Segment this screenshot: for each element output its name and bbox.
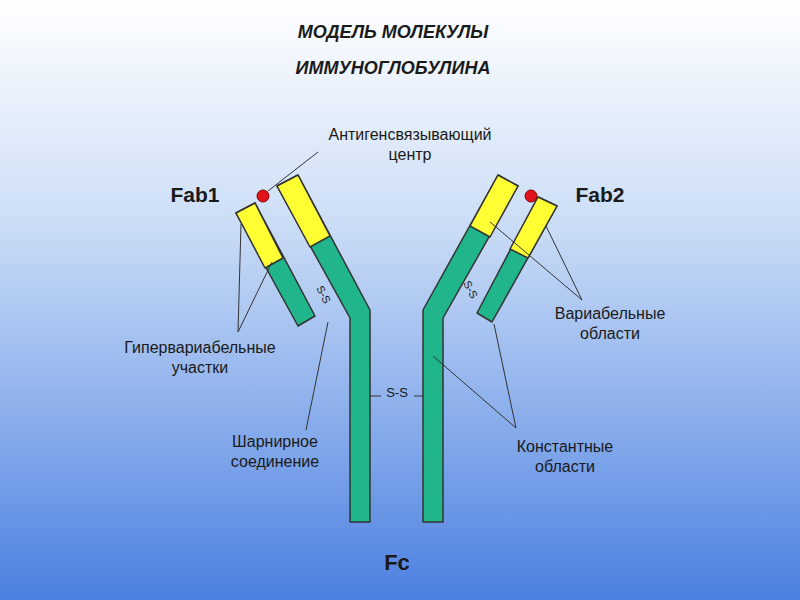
bond-label: S-S	[460, 279, 481, 302]
title: МОДЕЛЬ МОЛЕКУЛЫ ИММУНОГЛОБУЛИНА	[243, 14, 543, 86]
bond-label: S-S	[386, 385, 408, 401]
leader-line	[306, 322, 328, 430]
bond-label: S-S	[313, 284, 334, 307]
callout-label: Шарнирное соединение	[210, 432, 340, 472]
disulfide-bond	[414, 396, 423, 397]
callout-label: Константные области	[500, 437, 630, 477]
variable-region	[470, 175, 518, 237]
fragment-name: Fab2	[575, 182, 624, 208]
antigen-binding-site	[525, 190, 537, 202]
leader-line	[490, 222, 582, 300]
light-chain	[477, 197, 557, 322]
leader-line	[546, 226, 582, 300]
light-chain	[236, 203, 315, 326]
callout-label: Антигенсвязывающий центр	[315, 125, 505, 165]
callout-label: Гипервариабельные участки	[100, 338, 300, 378]
leader-line	[268, 152, 318, 191]
variable-region	[236, 203, 283, 268]
heavy-chain	[423, 175, 518, 522]
leader-line	[238, 224, 241, 332]
disulfide-bond	[370, 396, 381, 397]
fragment-name: Fc	[384, 549, 410, 577]
variable-region	[277, 175, 330, 247]
fragment-name: Fab1	[170, 182, 219, 208]
callout-label: Вариабельные области	[545, 304, 675, 344]
leader-line	[433, 356, 516, 428]
variable-region	[510, 197, 557, 258]
antigen-binding-site	[257, 190, 269, 202]
leader-line	[238, 262, 272, 332]
